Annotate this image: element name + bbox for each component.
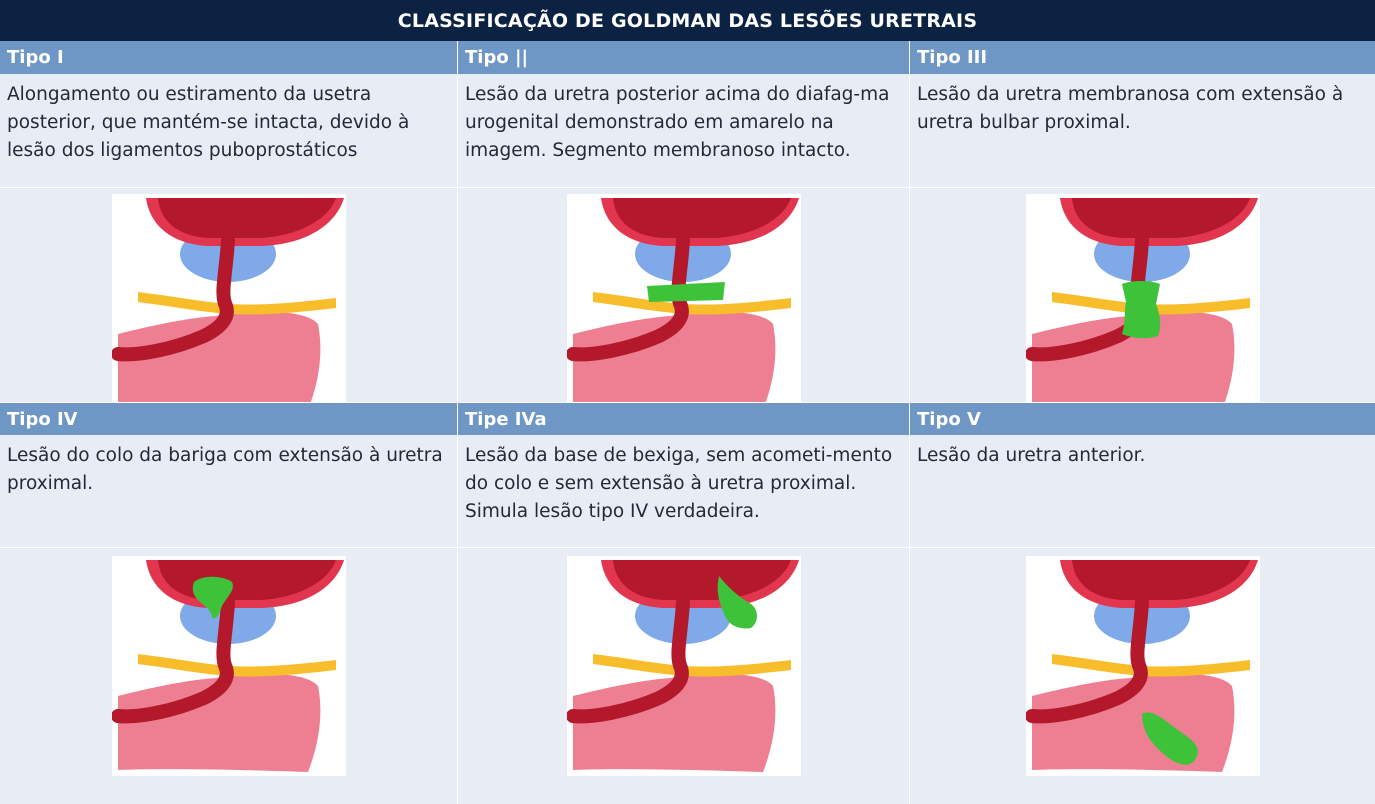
urethra bbox=[1025, 595, 1149, 724]
urogenital-diaphragm bbox=[1051, 292, 1250, 315]
urethra bbox=[111, 595, 235, 724]
urethra-diagram-type-6 bbox=[1025, 556, 1260, 776]
urogenital-diaphragm bbox=[592, 654, 791, 677]
bladder bbox=[612, 560, 791, 600]
lesion-area bbox=[717, 576, 757, 629]
type-description-1: Alongamento ou estiramento da usetra pos… bbox=[0, 74, 457, 187]
type-header-6: Tipo V bbox=[910, 403, 1375, 435]
bladder bbox=[1071, 198, 1250, 238]
lesion-area bbox=[192, 576, 233, 618]
table-title: CLASSIFICAÇÃO DE GOLDMAN DAS LESÕES URET… bbox=[0, 0, 1375, 41]
lesion-area bbox=[1121, 281, 1160, 339]
bladder bbox=[157, 198, 336, 238]
illustration-cell-6 bbox=[910, 548, 1375, 804]
urethra bbox=[566, 595, 690, 724]
lesion-area bbox=[646, 282, 725, 302]
urethra-diagram-type-3 bbox=[1025, 194, 1260, 412]
type-description-5: Lesão da base de bexiga, sem acometi-men… bbox=[458, 435, 909, 547]
type-description-2: Lesão da uretra posterior acima do diafa… bbox=[458, 74, 909, 187]
penile-tissue bbox=[117, 311, 320, 410]
penile-tissue bbox=[117, 673, 320, 772]
urethra bbox=[111, 233, 235, 362]
penile-tissue bbox=[572, 311, 775, 410]
type-description-6: Lesão da uretra anterior. bbox=[910, 435, 1375, 547]
type-header-2: Tipo || bbox=[458, 41, 909, 74]
urethra-diagram-type-2 bbox=[566, 194, 801, 412]
type-header-1: Tipo I bbox=[0, 41, 457, 74]
urogenital-diaphragm bbox=[137, 654, 336, 677]
illustration-cell-5 bbox=[458, 548, 909, 804]
type-header-4: Tipo IV bbox=[0, 403, 457, 435]
urethra-diagram-type-5 bbox=[566, 556, 801, 776]
illustration-cell-2 bbox=[458, 188, 909, 412]
urogenital-diaphragm bbox=[137, 292, 336, 315]
urogenital-diaphragm bbox=[592, 292, 791, 315]
type-description-3: Lesão da uretra membranosa com extensão … bbox=[910, 74, 1375, 187]
urethra-diagram-type-1 bbox=[111, 194, 346, 412]
penile-tissue bbox=[572, 673, 775, 772]
urethra-diagram-type-4 bbox=[111, 556, 346, 776]
urogenital-diaphragm bbox=[1051, 654, 1250, 677]
bladder bbox=[1071, 560, 1250, 600]
illustration-cell-1 bbox=[0, 188, 457, 412]
illustration-cell-3 bbox=[910, 188, 1375, 412]
urethra bbox=[566, 233, 690, 362]
bladder bbox=[612, 198, 791, 238]
type-header-5: Tipe IVa bbox=[458, 403, 909, 435]
illustration-cell-4 bbox=[0, 548, 457, 804]
lesion-area bbox=[1141, 712, 1198, 765]
penile-tissue bbox=[1031, 311, 1234, 410]
type-header-3: Tipo III bbox=[910, 41, 1375, 74]
type-description-4: Lesão do colo da bariga com extensão à u… bbox=[0, 435, 457, 547]
